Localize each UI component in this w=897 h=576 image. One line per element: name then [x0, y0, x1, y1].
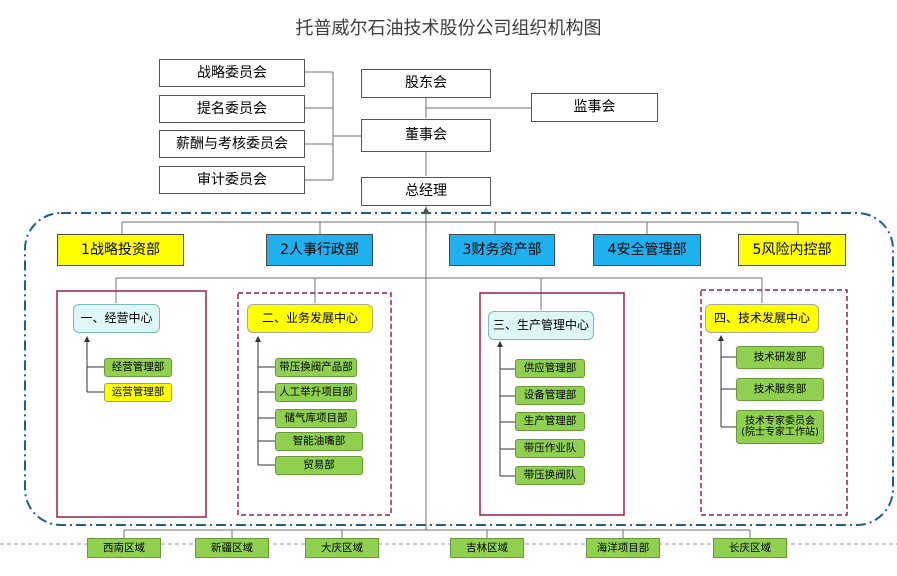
- region-changqing: 长庆区域: [713, 538, 787, 558]
- sub-tech-service: 技术服务部: [736, 378, 824, 401]
- dept-strategy-investment: 1战略投资部: [57, 234, 184, 266]
- arrow-up-icon: [255, 336, 261, 342]
- shareholders-meeting: 股东会: [361, 69, 491, 98]
- sub-arrows: [84, 335, 724, 347]
- committee-audit: 审计委员会: [159, 166, 305, 194]
- sub-gas-storage: 储气库项目部: [275, 409, 357, 428]
- sub-smart-choke: 智能油嘴部: [275, 432, 363, 451]
- center-production: 三、生产管理中心: [488, 311, 594, 340]
- arrow-up-icon: [718, 335, 724, 341]
- sub-artificial-lift: 人工举升项目部: [275, 383, 357, 402]
- dept-hr-admin: 2人事行政部: [266, 234, 373, 266]
- center-4-frame: [700, 289, 848, 516]
- sub-business-management: 经营管理部: [104, 358, 172, 377]
- center-operations: 一、经营中心: [73, 304, 160, 333]
- page-title: 托普威尔石油技术股份公司组织机构图: [295, 18, 602, 39]
- arrow-up-icon: [497, 341, 503, 347]
- dept-safety: 4安全管理部: [593, 234, 701, 266]
- region-ocean-project: 海洋项目部: [586, 538, 660, 558]
- org-frame: [24, 212, 894, 526]
- committee-strategy: 战略委员会: [159, 59, 305, 87]
- sub-connectors: [86, 337, 736, 477]
- general-manager: 总经理: [361, 177, 491, 206]
- region-xinjiang: 新疆区域: [195, 538, 269, 558]
- board-of-directors: 董事会: [361, 119, 491, 152]
- sub-production-management: 生产管理部: [515, 412, 585, 431]
- committee-nomination: 提名委员会: [159, 95, 305, 123]
- sub-valve-change-team: 带压换阀队: [515, 466, 585, 485]
- sub-rnd: 技术研发部: [736, 346, 824, 369]
- supervisory-board: 监事会: [531, 93, 658, 122]
- committee-connectors: [115, 71, 799, 538]
- region-southwest: 西南区域: [87, 538, 161, 558]
- center-3-frame: [479, 292, 625, 516]
- gm-arrow-icon: [422, 207, 430, 214]
- sub-valve-products: 带压换阀产品部: [275, 358, 357, 377]
- sub-trade: 贸易部: [275, 456, 363, 475]
- center-1-frame: [56, 290, 207, 518]
- center-2-frame: [237, 292, 392, 516]
- committee-compensation: 薪酬与考核委员会: [159, 130, 305, 158]
- region-jilin: 吉林区域: [450, 538, 524, 558]
- center-technology: 四、技术发展中心: [705, 304, 819, 333]
- dept-finance: 3财务资产部: [449, 234, 555, 266]
- sub-snubbing-team: 带压作业队: [515, 439, 585, 458]
- sub-equipment-management: 设备管理部: [515, 386, 585, 405]
- arrow-up-icon: [84, 336, 90, 342]
- sub-operation-management: 运营管理部: [104, 383, 172, 402]
- dept-risk-control: 5风险内控部: [738, 234, 846, 266]
- sub-supply-management: 供应管理部: [515, 359, 585, 378]
- center-business-development: 二、业务发展中心: [247, 304, 373, 333]
- region-daqing: 大庆区域: [305, 538, 379, 558]
- sub-expert-committee: 技术专家委员会 (院士专家工作站): [736, 410, 824, 444]
